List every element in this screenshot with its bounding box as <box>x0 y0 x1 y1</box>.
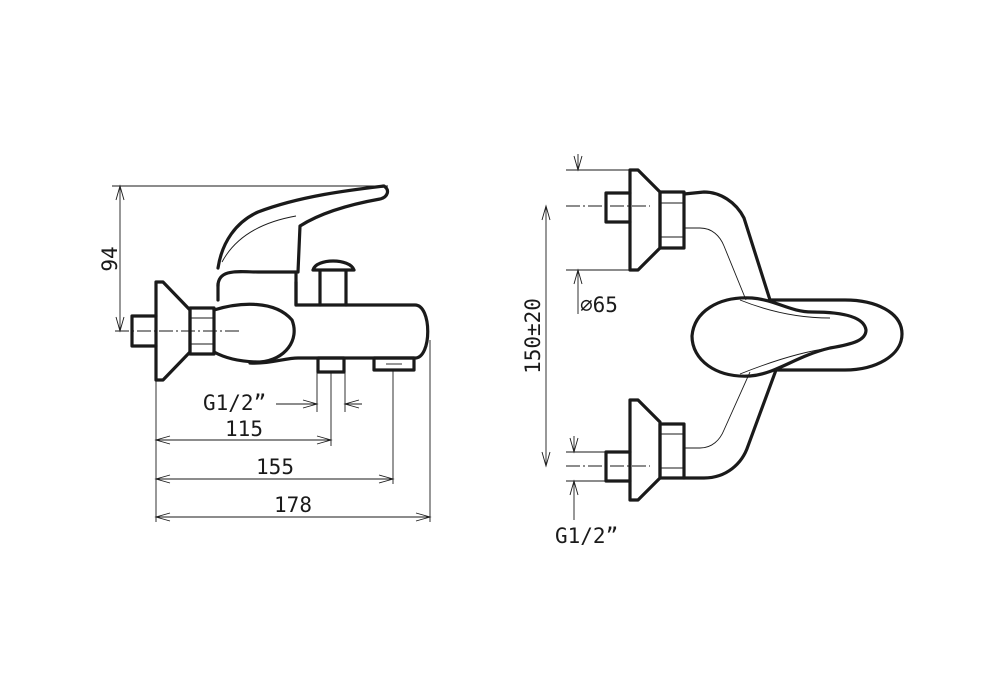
height-label: 94 <box>98 246 122 271</box>
front-upper-rosette <box>628 168 662 272</box>
side-lever <box>216 184 390 274</box>
side-dimensions: 94 G1/2” 115 155 178 <box>98 184 432 522</box>
front-lower-nut <box>658 422 686 480</box>
side-view <box>115 184 430 382</box>
front-body <box>682 190 904 480</box>
side-cartridge <box>216 270 298 307</box>
side-diverter-knob <box>311 259 356 307</box>
side-bottom-outlet <box>316 356 346 374</box>
front-dimensions: 150±20 ⌀65 G1/2” <box>521 154 630 548</box>
spacing-label: 150±20 <box>521 298 545 374</box>
side-body-neck <box>212 302 296 364</box>
dim-outlet-label: 155 <box>256 455 294 479</box>
side-spout <box>216 280 430 365</box>
front-thread-label: G1/2” <box>555 524 618 548</box>
front-lower-rosette <box>628 398 662 502</box>
side-spout-outlet <box>372 356 416 372</box>
front-lower-stub <box>604 450 632 483</box>
side-thread-label: G1/2” <box>203 391 266 415</box>
dim-total-label: 178 <box>274 493 312 517</box>
front-lever-head <box>690 296 868 378</box>
front-view <box>566 168 904 502</box>
dim-inlet-label: 115 <box>225 417 263 441</box>
rosette-diameter-label: ⌀65 <box>580 293 618 317</box>
front-upper-stub <box>604 191 632 224</box>
front-upper-nut <box>658 190 686 250</box>
